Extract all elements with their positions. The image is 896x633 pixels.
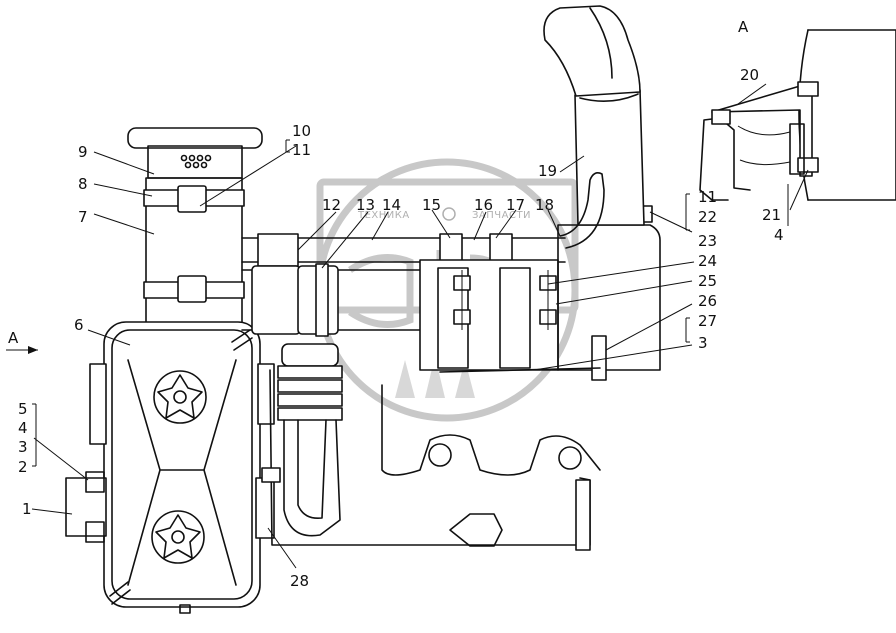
cleaner-housing-inner (111, 329, 253, 600)
callout-6: 6 (74, 316, 84, 334)
watermark-wheat-icon (395, 356, 475, 398)
lower-latch (109, 581, 131, 605)
upper-clamp-bolt (177, 185, 207, 213)
callout-1: 1 (22, 500, 32, 518)
callout-28: 28 (290, 572, 309, 590)
view-arrow-head (28, 346, 38, 354)
callout-7: 7 (78, 208, 88, 226)
right-bracket (257, 363, 275, 425)
detail-view-a (699, 29, 896, 201)
callout-3-right: 3 (698, 334, 708, 352)
detail-section-lines (737, 125, 791, 166)
left-bracket (89, 363, 107, 445)
callout-11-right: 11 (698, 188, 717, 206)
callout-2: 2 (18, 458, 28, 476)
callout-14: 14 (382, 196, 401, 214)
housing-x-frame (127, 359, 237, 586)
detail-nut-left (711, 109, 731, 125)
detail-nut-top (797, 81, 819, 97)
callout-4: 4 (18, 419, 28, 437)
leader-lines (31, 83, 809, 569)
detail-plate (789, 123, 805, 175)
flange-inner-right (499, 267, 531, 369)
lower-hose-band (315, 263, 329, 337)
callout-21: 21 (762, 206, 781, 224)
base-rod (575, 479, 591, 551)
cleaner-cap-vents (180, 154, 212, 169)
watermark-left-text: ТЕХНИКА (357, 210, 410, 221)
breather-tube (559, 172, 605, 249)
callout-17: 17 (506, 196, 525, 214)
left-mount-nut (85, 471, 105, 493)
studs (453, 270, 557, 330)
lower-star-knob (151, 510, 205, 564)
exhaust-pipe-ring (579, 93, 639, 102)
port-bolt-1 (428, 443, 452, 467)
base-boss (449, 513, 503, 547)
port-bolt-2 (558, 446, 582, 470)
callout-10: 10 (292, 122, 311, 140)
cleaner-housing (103, 321, 261, 608)
engine-base (261, 343, 601, 551)
watermark-gear-icon (442, 207, 456, 221)
detail-nut-bottom (797, 157, 819, 173)
callout-12: 12 (322, 196, 341, 214)
cleaner-cap (127, 127, 263, 149)
upper-star-knob (153, 370, 207, 424)
exhaust-pipe (574, 89, 645, 226)
callout-9: 9 (78, 143, 88, 161)
callout-16: 16 (474, 196, 493, 214)
callout-23: 23 (698, 232, 717, 250)
detail-view-label: А (738, 18, 749, 36)
callout-11: 11 (292, 141, 311, 159)
lower-rod (439, 367, 601, 373)
watermark-letter-e (348, 254, 414, 328)
callout-18: 18 (535, 196, 554, 214)
callout-19: 19 (538, 162, 557, 180)
upper-latch (231, 329, 253, 351)
callout-labels: 1 2 3 4 5 6 7 8 9 10 11 12 13 14 15 16 1… (18, 66, 784, 590)
intake-pipes (241, 233, 566, 337)
callout-27: 27 (698, 312, 717, 330)
callout-5: 5 (18, 400, 28, 418)
exhaust-elbow-seam (589, 7, 613, 79)
manifold-ports (381, 384, 601, 476)
callout-8: 8 (78, 175, 88, 193)
drain-plug (179, 604, 191, 614)
left-mount-nut-lower (85, 521, 105, 543)
manifold-block (419, 5, 661, 381)
callout-26: 26 (698, 292, 717, 310)
callout-3: 3 (18, 438, 28, 456)
lower-clamp-bolt (177, 275, 207, 303)
view-arrow-a: А (6, 329, 38, 354)
hose-elbow (283, 419, 341, 537)
lower-hose-left (251, 265, 301, 335)
callout-22: 22 (698, 208, 717, 226)
exhaust-elbow (543, 5, 641, 97)
callout-13: 13 (356, 196, 375, 214)
watermark-right-text: ЗАПЧАСТИ (472, 210, 531, 221)
upper-pipe-hose (257, 233, 299, 267)
air-cleaner (65, 127, 275, 614)
view-arrow-label: А (8, 329, 19, 347)
callout-20: 20 (740, 66, 759, 84)
corrugated-hose (277, 343, 343, 537)
muffler-bracket (591, 335, 607, 381)
muffler-box (557, 224, 661, 371)
callout-25: 25 (698, 272, 717, 290)
detail-bracket (711, 85, 813, 177)
callout-detail-4: 4 (774, 226, 784, 244)
base-nut-28 (261, 467, 281, 483)
callout-24: 24 (698, 252, 717, 270)
detail-wall (807, 29, 896, 201)
callout-15: 15 (422, 196, 441, 214)
flange-block (419, 259, 559, 371)
